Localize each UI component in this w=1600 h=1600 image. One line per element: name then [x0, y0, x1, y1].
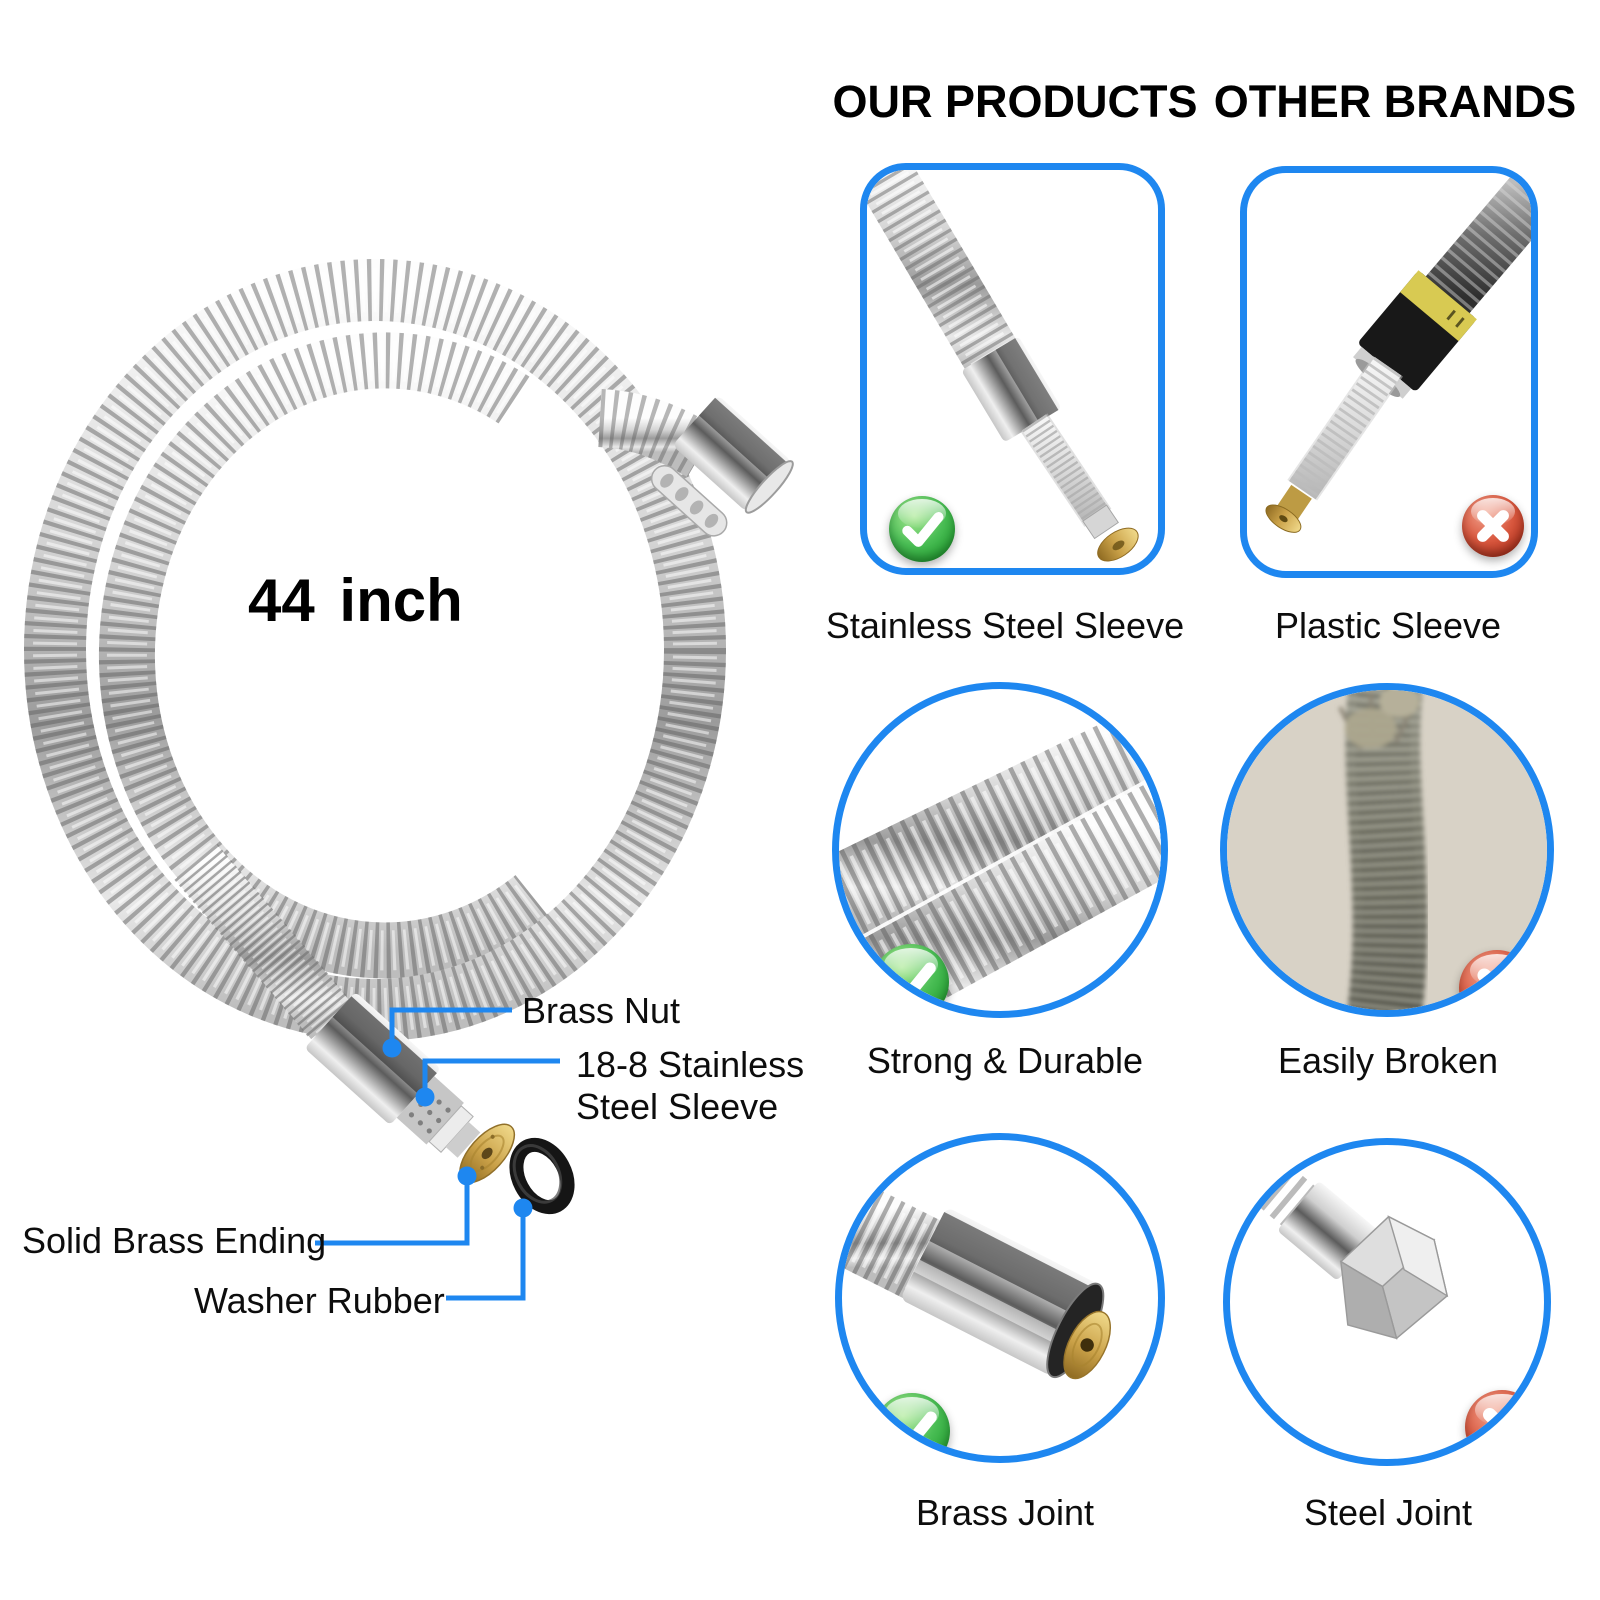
plastic-sleeve-photo-art: [1265, 173, 1531, 533]
column-header-other-brands: OTHER BRANDS: [1213, 76, 1577, 127]
caption-easily-broken: Easily Broken: [1277, 1040, 1499, 1081]
hose-end-fitting: [306, 993, 516, 1184]
hose-inner-tube-strip: [650, 464, 728, 537]
photo-theirs-plastic-sleeve: [1240, 166, 1538, 578]
brass-joint-photo-art: [842, 1170, 1112, 1380]
callout-steel-sleeve: 18-8 Stainless Steel Sleeve: [576, 1044, 804, 1128]
photo-theirs-easily-broken: [1220, 683, 1554, 1017]
callout-steel-sleeve-line2: Steel Sleeve: [576, 1085, 779, 1127]
callout-leader-lines: [315, 1007, 560, 1301]
cross-icon: [1465, 1390, 1539, 1459]
column-header-our-products: OUR PRODUCTS: [832, 76, 1198, 127]
callout-brass-nut: Brass Nut: [522, 990, 681, 1031]
callout-dots: [382, 1038, 533, 1218]
washer-o-ring: [509, 1137, 575, 1215]
cross-icon: [1462, 495, 1524, 557]
photo-ours-strong-durable: [832, 682, 1168, 1018]
photo-ours-brass-joint: [835, 1133, 1165, 1463]
cross-icon: [1459, 950, 1535, 1010]
photo-theirs-steel-joint: [1223, 1138, 1551, 1466]
caption-brass-joint: Brass Joint: [915, 1492, 1095, 1533]
photo-ours-stainless-sleeve: [860, 163, 1165, 575]
caption-stainless-steel-sleeve: Stainless Steel Sleeve: [825, 605, 1185, 646]
check-icon: [874, 1393, 950, 1456]
callout-washer-rubber: Washer Rubber: [194, 1280, 445, 1321]
callout-steel-sleeve-line1: 18-8 Stainless: [576, 1044, 805, 1085]
caption-steel-joint: Steel Joint: [1303, 1492, 1473, 1533]
hose-top-connector: [675, 397, 794, 514]
caption-strong-durable: Strong & Durable: [866, 1040, 1144, 1081]
check-icon: [873, 944, 949, 1011]
caption-plastic-sleeve: Plastic Sleeve: [1274, 605, 1502, 646]
hose-illustration: [24, 259, 794, 1301]
check-icon: [889, 496, 955, 562]
stainless-sleeve-photo-art: [867, 170, 1139, 562]
steel-joint-photo-art: [1230, 1145, 1449, 1340]
callout-solid-brass-ending: Solid Brass Ending: [22, 1220, 327, 1261]
hose-length-label: 44 inch: [248, 567, 463, 634]
